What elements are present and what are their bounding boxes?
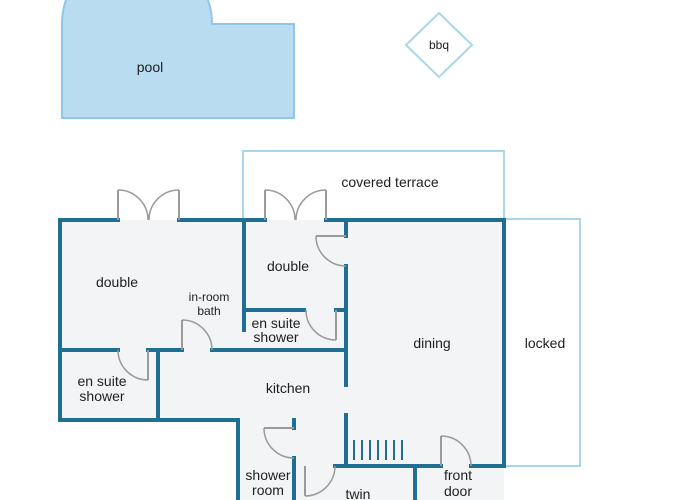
room-label-dining: dining <box>413 335 450 351</box>
room-label-in-room-bath-line1: in-room <box>189 290 230 304</box>
room-label-double-center: double <box>267 258 309 274</box>
room-label-locked: locked <box>525 335 565 351</box>
interior-walls <box>58 218 506 500</box>
room-label-en-suite-shower-a-line1: en suite <box>251 315 300 331</box>
room-label-twin: twin <box>346 486 371 500</box>
room-label-shower-room-line1: shower <box>245 467 290 483</box>
pool-label: pool <box>137 59 163 75</box>
stairs <box>353 440 403 460</box>
room-label-kitchen: kitchen <box>266 380 310 396</box>
locked-area-outline <box>503 218 581 467</box>
doors <box>117 189 472 497</box>
room-label-en-suite-shower-b-line1: en suite <box>77 373 126 389</box>
room-label-shower-room-line2: room <box>252 482 284 498</box>
bbq-label: bbq <box>429 38 449 52</box>
room-label-double-left: double <box>96 274 138 290</box>
room-label-en-suite-shower-b-line2: shower <box>79 388 124 404</box>
room-label-front-door-line1: front <box>444 467 472 483</box>
covered-terrace-outline <box>242 150 505 219</box>
covered-terrace-label: covered terrace <box>341 174 438 190</box>
room-label-front-door-line2: door <box>444 483 472 499</box>
room-label-in-room-bath-line2: bath <box>197 304 220 318</box>
pool-shape <box>61 0 295 119</box>
room-label-en-suite-shower-a-line2: shower <box>253 329 298 345</box>
floor-fill <box>60 220 504 500</box>
bbq-shape <box>404 11 474 79</box>
